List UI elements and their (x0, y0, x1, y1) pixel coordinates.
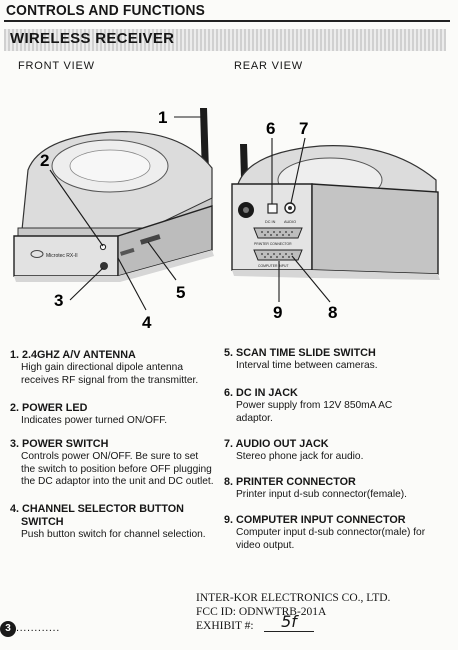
function-item-audio-out: 7. AUDIO OUT JACK Stereo phone jack for … (224, 438, 364, 462)
front-device-illustration (13, 108, 214, 282)
callout-7: 7 (299, 119, 308, 138)
rear-device-illustration (231, 144, 440, 280)
receiver-diagram: Microtec RX-II DC IN AUDIO PRINTER C (13, 108, 440, 332)
front-view-label: FRONT VIEW (18, 60, 95, 72)
function-item-power-led: 2. POWER LED Indicates power turned ON/O… (10, 402, 168, 426)
page-dots: ............ (16, 622, 60, 634)
exhibit-handwritten-value: 5f (264, 612, 314, 632)
callout-3: 3 (54, 291, 63, 310)
computer-input-label: COMPUTER INPUT (258, 264, 289, 268)
function-item-dc-in: 6. DC IN JACK Power supply from 12V 850m… (224, 387, 393, 424)
device-brand: Microtec RX-II (46, 253, 78, 259)
leader-line-7 (290, 137, 306, 204)
page-number-badge: 3 (0, 621, 16, 637)
exhibit-label: EXHIBIT #: (196, 620, 254, 632)
dc-in-label: DC IN (265, 220, 276, 224)
callout-8: 8 (328, 303, 337, 322)
section-band (4, 29, 446, 51)
callout-4: 4 (142, 313, 152, 332)
callout-2: 2 (40, 151, 49, 170)
title-rule (4, 20, 450, 22)
leader-line-2 (49, 169, 104, 247)
function-item-antenna: 1. 2.4GHZ A/V ANTENNA High gain directio… (10, 349, 199, 386)
audio-label: AUDIO (284, 220, 296, 224)
fcc-id: FCC ID: ODNWTRB-201A (196, 606, 327, 618)
callout-6: 6 (266, 119, 275, 138)
function-item-channel-selector: 4. CHANNEL SELECTOR BUTTON SWITCH Push b… (10, 503, 206, 540)
leader-line-3 (69, 267, 104, 301)
page-title: CONTROLS AND FUNCTIONS (6, 2, 206, 19)
function-item-printer-connector: 8. PRINTER CONNECTOR Printer input d-sub… (224, 476, 408, 500)
function-item-computer-input: 9. COMPUTER INPUT CONNECTOR Computer inp… (224, 514, 426, 551)
function-item-scan-time: 5. SCAN TIME SLIDE SWITCH Interval time … (224, 347, 378, 371)
printer-connector-label: PRINTER CONNECTOR (254, 242, 292, 246)
callout-5: 5 (176, 283, 185, 302)
rear-view-label: REAR VIEW (234, 60, 303, 72)
leader-line-5 (147, 241, 177, 281)
callout-1: 1 (158, 108, 167, 127)
callout-9: 9 (273, 303, 282, 322)
section-title: WIRELESS RECEIVER (10, 30, 175, 47)
leader-line-8 (291, 255, 331, 303)
company-name: INTER-KOR ELECTRONICS CO., LTD. (196, 592, 391, 604)
leader-line-4 (117, 257, 147, 311)
function-item-power-switch: 3. POWER SWITCH Controls power ON/OFF. B… (10, 438, 214, 488)
